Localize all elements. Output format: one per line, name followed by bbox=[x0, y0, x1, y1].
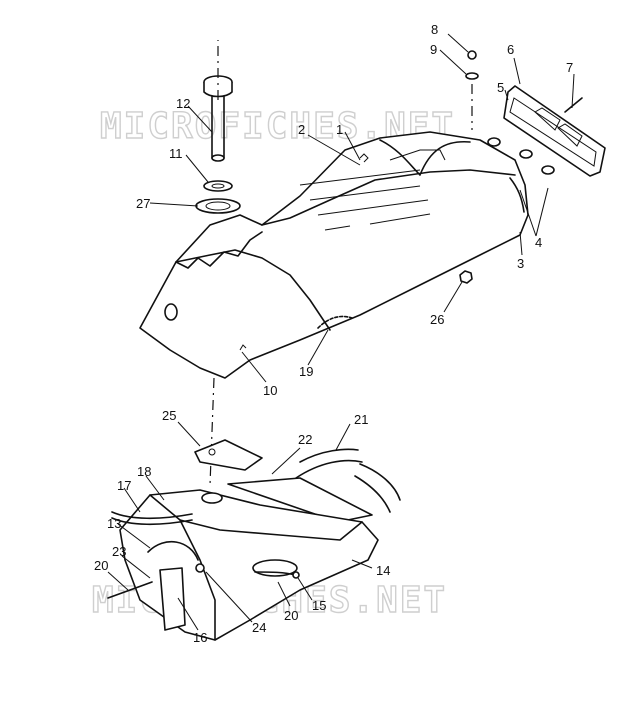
seat-assembly bbox=[139, 131, 529, 379]
screw-part-7 bbox=[564, 97, 583, 113]
callout-20-right: 20 bbox=[284, 608, 298, 623]
leader-lines bbox=[107, 33, 575, 631]
alignment-line-seat-tank bbox=[209, 377, 215, 486]
callout-19: 19 bbox=[299, 364, 313, 379]
callout-3: 3 bbox=[517, 256, 524, 271]
callout-22: 22 bbox=[298, 432, 312, 447]
nut-part-8 bbox=[467, 50, 477, 60]
callout-6: 6 bbox=[507, 42, 514, 57]
callout-26: 26 bbox=[430, 312, 444, 327]
callout-20-left: 20 bbox=[94, 558, 108, 573]
callout-8: 8 bbox=[431, 22, 438, 37]
strap-part-21-a bbox=[295, 459, 363, 479]
fitting-part-24 bbox=[195, 563, 205, 573]
fitting-part-15 bbox=[292, 571, 300, 579]
callout-10: 10 bbox=[263, 383, 277, 398]
callout-14: 14 bbox=[376, 563, 390, 578]
callout-21: 21 bbox=[354, 412, 368, 427]
gasket-part-11 bbox=[203, 180, 233, 192]
washer-part-9 bbox=[465, 72, 479, 80]
callout-12: 12 bbox=[176, 96, 190, 111]
nut-part-26 bbox=[459, 270, 473, 284]
taillight-bracket-part-6 bbox=[503, 85, 606, 177]
fuel-line-part-20a bbox=[107, 581, 153, 599]
callout-4: 4 bbox=[535, 235, 542, 250]
callout-7: 7 bbox=[566, 60, 573, 75]
callout-23: 23 bbox=[112, 544, 126, 559]
callout-1: 1 bbox=[336, 122, 343, 137]
callout-5: 5 bbox=[497, 80, 504, 95]
strap-part-21-c bbox=[359, 463, 401, 501]
callout-9: 9 bbox=[430, 42, 437, 57]
plate-part-25 bbox=[194, 439, 263, 471]
callout-11: 11 bbox=[169, 146, 183, 161]
callout-24: 24 bbox=[252, 620, 266, 635]
callout-15: 15 bbox=[312, 598, 326, 613]
ring-part-27 bbox=[195, 198, 241, 214]
strap-part-21-d bbox=[354, 475, 391, 513]
callout-18: 18 bbox=[137, 464, 151, 479]
bracket-part-16 bbox=[159, 567, 186, 631]
callout-13: 13 bbox=[107, 516, 121, 531]
bulbs-part-4 bbox=[487, 137, 555, 175]
callout-25: 25 bbox=[162, 408, 176, 423]
hose-part-17 bbox=[111, 511, 193, 520]
strap-part-21-b bbox=[299, 448, 359, 463]
callout-17: 17 bbox=[117, 478, 131, 493]
cover-part-22 bbox=[227, 477, 373, 523]
callout-16: 16 bbox=[193, 630, 207, 645]
callout-2: 2 bbox=[298, 122, 305, 137]
callout-27: 27 bbox=[136, 196, 150, 211]
clamp-part-13 bbox=[147, 540, 199, 561]
